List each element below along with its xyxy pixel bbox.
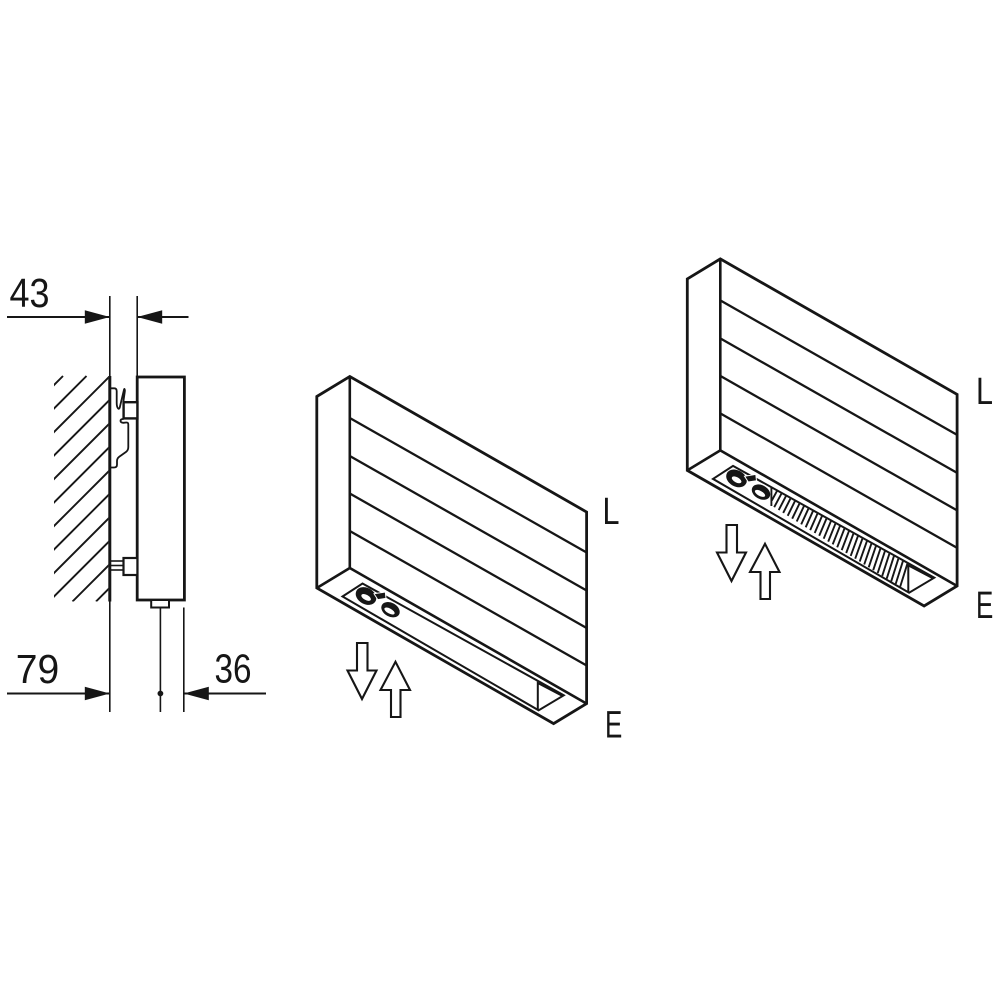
svg-text:L: L [976, 370, 993, 413]
svg-text:E: E [976, 584, 993, 627]
svg-text:E: E [605, 704, 622, 747]
svg-text:36: 36 [215, 646, 252, 692]
svg-text:43: 43 [10, 270, 50, 316]
svg-text:79: 79 [16, 646, 60, 692]
svg-text:L: L [603, 490, 620, 533]
